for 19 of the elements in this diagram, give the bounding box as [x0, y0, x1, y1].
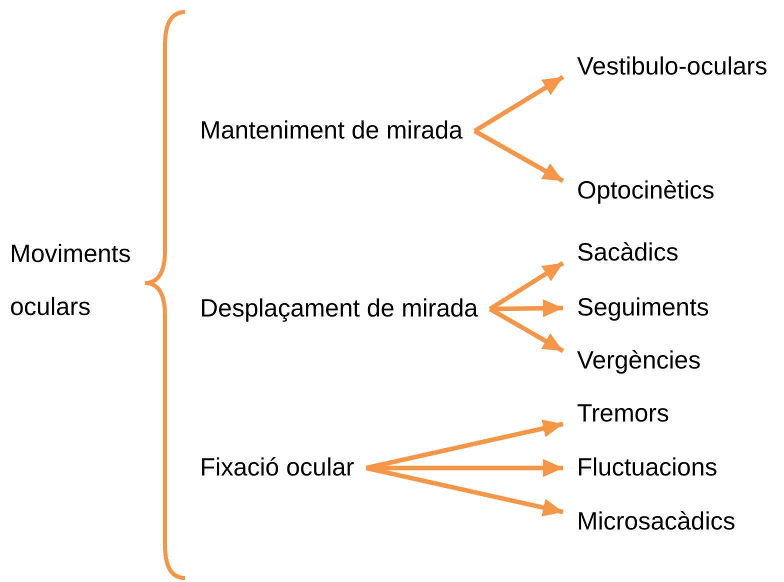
node-label: Fluctuacions: [577, 449, 718, 487]
arrow: [488, 261, 564, 311]
arrow: [488, 307, 564, 353]
node-label: Microsacàdics: [577, 503, 736, 541]
arrow: [473, 75, 564, 133]
node-label: Optocinètics: [577, 172, 715, 210]
node-label: Tremors: [577, 395, 670, 433]
node-label: Manteniment de mirada: [200, 112, 463, 150]
arrow: [474, 129, 564, 183]
node-label: Sacàdics: [577, 234, 678, 272]
arrow: [366, 466, 564, 516]
arrow: [366, 459, 563, 477]
arrow: [490, 299, 564, 318]
node-label: Moviments oculars: [10, 228, 138, 334]
node-label: Vergències: [577, 342, 701, 380]
node-label: Fixació ocular: [200, 449, 354, 487]
node-label: Desplaçament de mirada: [200, 290, 478, 328]
node-label: Vestibulo-oculars: [577, 48, 768, 86]
node-label: Seguiments: [577, 289, 710, 327]
